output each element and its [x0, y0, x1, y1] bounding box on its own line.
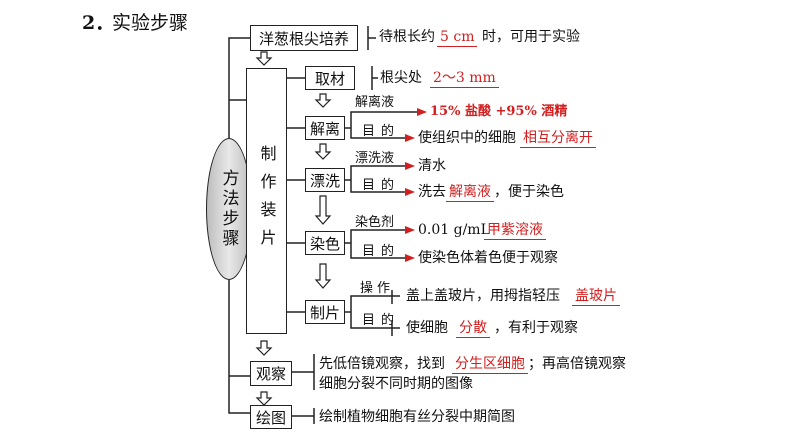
dissociate-purpose-label: 目的 [362, 124, 401, 139]
heading-title: 实验步骤 [112, 12, 189, 34]
step1-text-before: 待根长约 [379, 29, 435, 45]
observe-line1-before: 先低倍镜观察，找到 [319, 356, 445, 372]
observe-line1-value: 分生区细胞 [452, 357, 528, 374]
take-value: 2～3 mm [430, 71, 499, 88]
stain-agent-conc: 0.01 g/mL [418, 222, 490, 238]
box-take: 取材 [305, 66, 355, 90]
step1-value: 5 cm [437, 30, 478, 47]
take-text: 根尖处 [380, 70, 422, 86]
rinse-liquid-label: 漂洗液 [355, 151, 395, 166]
stain-purpose-label: 目的 [362, 244, 401, 259]
step1-text-after: 时，可用于实验 [482, 29, 580, 45]
make-op-text: 盖上盖玻片，用拇指轻压 [406, 288, 560, 304]
make-purpose-value: 分散 [456, 321, 490, 338]
observe-line1-after: ；再高倍镜观察 [528, 356, 626, 372]
make-op-value: 盖玻片 [572, 289, 620, 306]
box-make: 制片 [305, 300, 345, 324]
box-dissociate: 解离 [305, 116, 345, 140]
make-purpose-before: 使细胞 [406, 320, 448, 336]
dissociate-purpose-text: 使组织中的细胞 [418, 130, 516, 146]
dissociate-purpose-value: 相互分离开 [520, 131, 596, 148]
box-draw: 绘图 [250, 405, 292, 429]
rinse-purpose-before: 洗去 [418, 184, 446, 200]
method-oval: 方法步骤 [206, 138, 252, 280]
draw-text: 绘制植物细胞有丝分裂中期简图 [319, 409, 515, 425]
dissociate-liquid-value: 15% 盐酸 +95% 酒精 [430, 104, 568, 119]
rinse-purpose-after: ，便于染色 [494, 184, 564, 200]
box-root-culture: 洋葱根尖培养 [250, 25, 358, 51]
observe-line2: 细胞分裂不同时期的图像 [319, 376, 473, 392]
dissociate-liquid-label: 解离液 [355, 95, 395, 110]
stain-agent-label: 染色剂 [355, 215, 395, 230]
box-stain: 染色 [305, 231, 345, 255]
box-make-slide: 制作装片 [246, 68, 287, 334]
make-purpose-after: ，有利于观察 [494, 320, 578, 336]
stain-agent-value: 甲紫溶液 [484, 223, 546, 240]
rinse-purpose-value: 解离液 [446, 185, 494, 202]
rinse-purpose-label: 目的 [362, 178, 401, 193]
stain-purpose-text: 使染色体着色便于观察 [418, 250, 558, 266]
heading-number: 2． [82, 12, 115, 34]
make-purpose-label: 目的 [362, 313, 401, 328]
rinse-liquid-value: 清水 [418, 158, 446, 174]
method-label: 方法步骤 [218, 169, 239, 249]
box-observe: 观察 [250, 361, 292, 386]
box-rinse: 漂洗 [305, 168, 345, 192]
make-slide-label: 制作装片 [257, 145, 277, 257]
make-op-label: 操作 [360, 281, 395, 296]
